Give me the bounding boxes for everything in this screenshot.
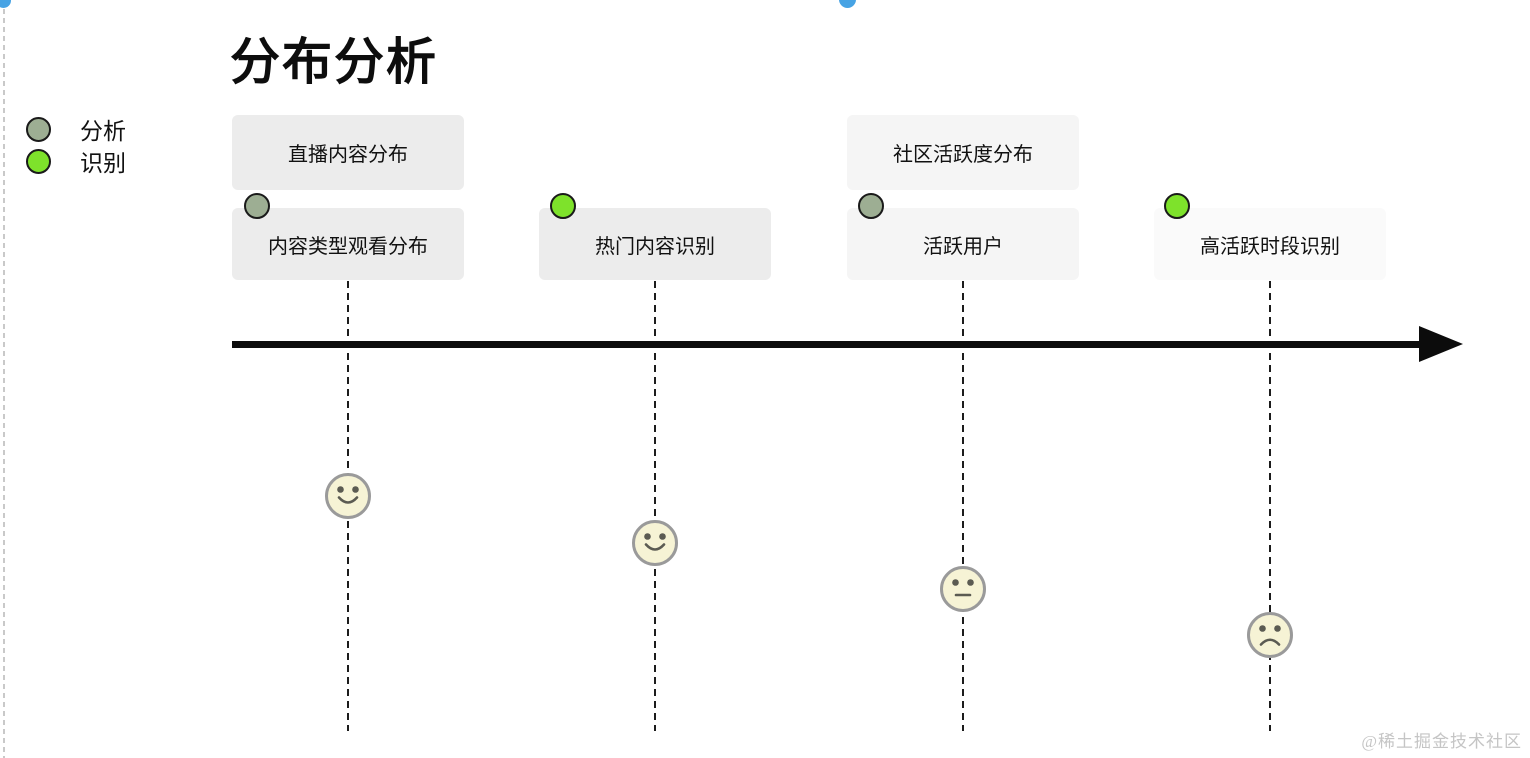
event-box-high-activity-period-recognition[interactable]: 高活跃时段识别 xyxy=(1154,208,1386,280)
legend-item-recognition[interactable]: 识别 xyxy=(26,145,126,177)
timeline-axis xyxy=(232,341,1424,348)
event-box-active-users[interactable]: 活跃用户 xyxy=(847,208,1079,280)
event-box-label: 热门内容识别 xyxy=(595,235,715,258)
recognition-dot-icon xyxy=(26,148,51,174)
event-box-label: 高活跃时段识别 xyxy=(1200,235,1340,258)
event-box-content-type-view-distribution[interactable]: 内容类型观看分布 xyxy=(232,208,464,280)
editor-handle-icon[interactable] xyxy=(0,0,11,8)
event-box-label: 社区活跃度分布 xyxy=(893,144,1033,166)
event-box-hot-content-recognition[interactable]: 热门内容识别 xyxy=(539,208,771,280)
dashed-connector-line xyxy=(654,281,656,731)
dashed-connector-line xyxy=(962,281,964,731)
dashed-connector-line xyxy=(1269,281,1271,731)
legend-label: 识别 xyxy=(80,150,126,176)
sad-face-icon[interactable] xyxy=(1246,611,1294,659)
happy-face-icon[interactable] xyxy=(324,472,372,520)
happy-face-icon[interactable] xyxy=(631,519,679,567)
category-dot-icon[interactable] xyxy=(550,193,576,219)
legend-item-analysis[interactable]: 分析 xyxy=(26,113,126,145)
category-dot-icon[interactable] xyxy=(1164,193,1190,219)
event-box-label: 内容类型观看分布 xyxy=(268,235,428,258)
timeline-arrowhead-icon xyxy=(1419,326,1463,362)
event-box-live-content-distribution[interactable]: 直播内容分布 xyxy=(232,115,464,190)
event-box-community-activity-distribution[interactable]: 社区活跃度分布 xyxy=(847,115,1079,190)
event-box-label: 活跃用户 xyxy=(923,235,1003,258)
canvas-left-dashed-border xyxy=(3,0,5,758)
legend: 分析 识别 xyxy=(26,113,126,177)
category-dot-icon[interactable] xyxy=(858,193,884,219)
watermark: @稀土掘金技术社区 xyxy=(1361,732,1522,751)
analysis-dot-icon xyxy=(26,116,51,142)
legend-label: 分析 xyxy=(80,118,126,144)
category-dot-icon[interactable] xyxy=(244,193,270,219)
event-box-label: 直播内容分布 xyxy=(288,144,408,166)
neutral-face-icon[interactable] xyxy=(939,565,987,613)
page-title: 分布分析 xyxy=(230,34,438,90)
editor-handle-icon[interactable] xyxy=(839,0,856,8)
